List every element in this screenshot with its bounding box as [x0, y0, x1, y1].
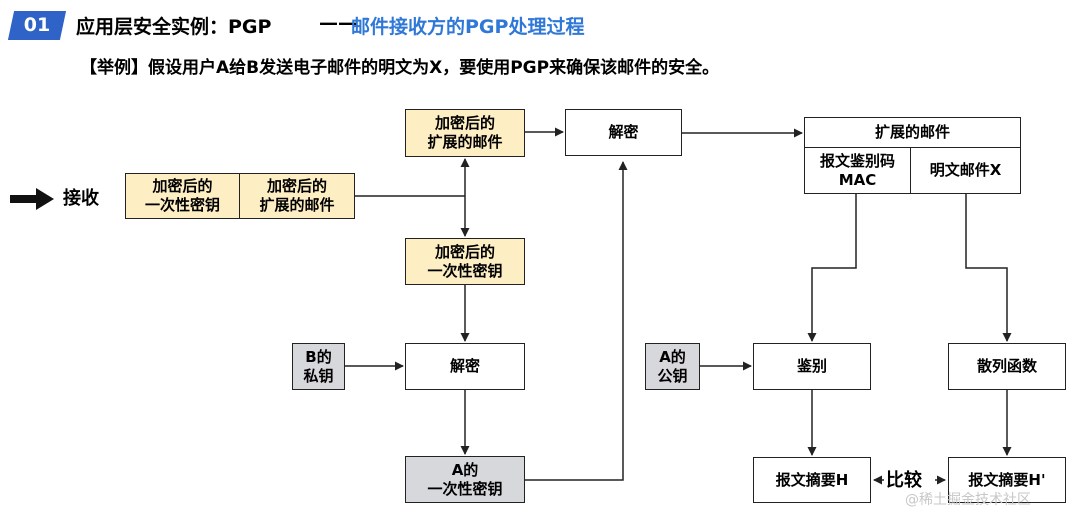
received-encrypted-key: 加密后的 一次性密钥	[125, 173, 240, 219]
authenticate-box: 鉴别	[753, 343, 871, 390]
digest-h-box: 报文摘要H	[753, 457, 871, 503]
hash-function-box: 散列函数	[948, 343, 1066, 390]
section-number: 01	[23, 14, 51, 36]
page-title: 应用层安全实例：PGP	[76, 16, 272, 38]
decrypt-mail-box: 解密	[565, 109, 682, 156]
decrypt-key-box: 解密	[405, 343, 525, 390]
mac-cell: 报文鉴别码 MAC	[804, 147, 911, 194]
received-encrypted-mail: 加密后的 扩展的邮件	[239, 173, 355, 219]
arrow-mac-to-auth	[807, 194, 857, 342]
watermark: @稀土掘金技术社区	[905, 492, 1031, 508]
extended-mail-header: 扩展的邮件	[804, 117, 1021, 148]
b-private-key: B的 私钥	[292, 343, 345, 390]
arrow-plain-to-hash	[965, 194, 1012, 342]
encrypted-extended-mail: 加密后的 扩展的邮件	[405, 109, 525, 157]
receive-arrow-icon	[10, 188, 54, 210]
encrypted-one-time-key: 加密后的 一次性密钥	[405, 238, 525, 285]
arrow-onetime-to-decrypt2	[525, 161, 628, 481]
plaintext-mail-cell: 明文邮件X	[910, 147, 1021, 194]
digest-h-prime-box: 报文摘要H'	[948, 457, 1066, 503]
compare-label: 比较	[886, 470, 922, 491]
a-public-key: A的 公钥	[645, 343, 700, 390]
receive-label: 接收	[63, 188, 99, 209]
a-one-time-key: A的 一次性密钥	[405, 456, 525, 503]
page-subtitle: 邮件接收方的PGP处理过程	[351, 16, 585, 38]
title-separator: ——	[319, 12, 357, 34]
example-text: 【举例】假设用户A给B发送电子邮件的明文为X，要使用PGP来确保该邮件的安全。	[80, 58, 720, 78]
